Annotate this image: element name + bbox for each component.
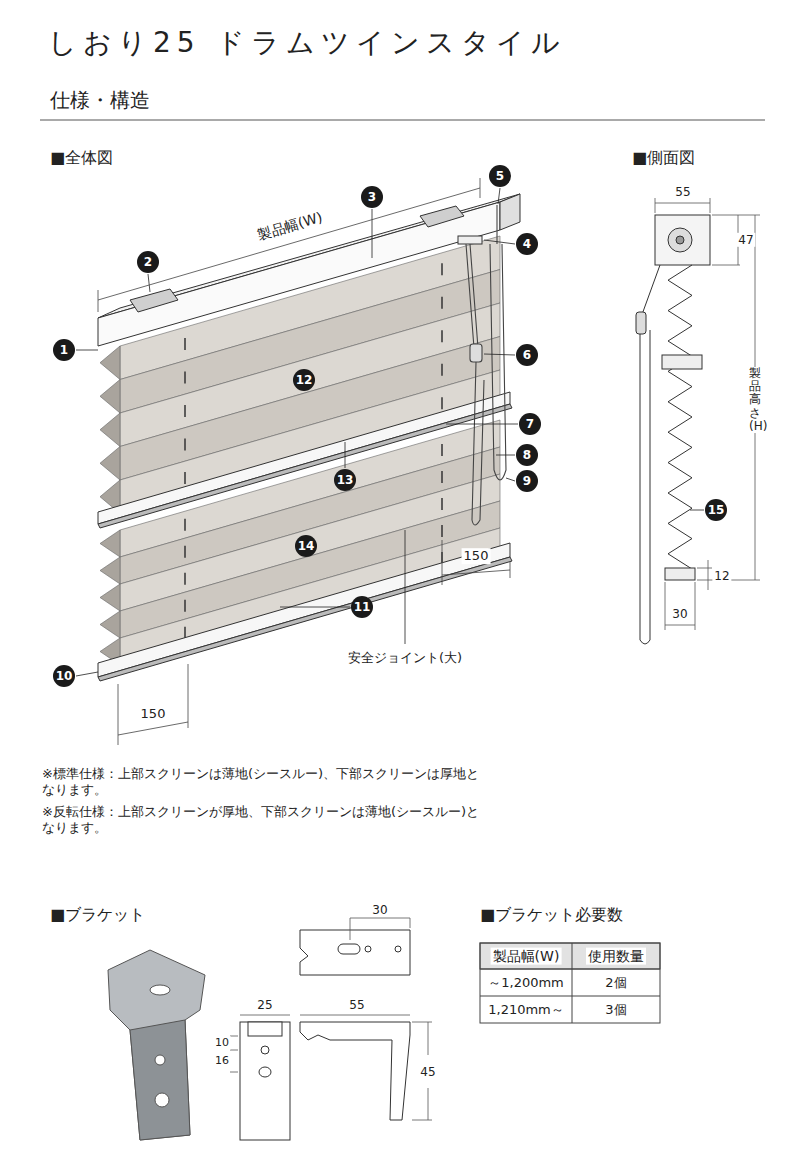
- ladder-cord: [441, 498, 443, 510]
- pleat-fold: [100, 557, 120, 584]
- pleat-fold: [100, 346, 120, 380]
- bracket-photo: [108, 950, 205, 1140]
- leader-lines: [76, 188, 704, 676]
- ladder-cord: [184, 371, 186, 383]
- dimension-label: 製品高さ(H): [749, 367, 761, 433]
- callout-number: 2: [137, 251, 159, 273]
- callout-number: 7: [519, 413, 541, 435]
- ladder-cord: [441, 263, 443, 275]
- callout-number: 11: [351, 596, 373, 618]
- ladder-cord: [184, 438, 186, 450]
- rails: [98, 392, 512, 681]
- callout-number: 3: [361, 186, 383, 208]
- ladder-cord: [441, 297, 443, 309]
- dimension-label: 16: [213, 1054, 231, 1067]
- pleat-profile: [668, 265, 692, 569]
- section-heading: ■側面図: [632, 148, 695, 167]
- section-heading: ■ブラケット: [50, 905, 145, 924]
- pleat-fold: [100, 380, 120, 414]
- blind-illustration: [100, 236, 500, 665]
- table-cell: 1,210mm～: [486, 1002, 566, 1018]
- note: ※反転仕様：上部スクリーンが厚地、下部スクリーンは薄地(シースルー)となります。: [42, 804, 482, 835]
- callout-number: 6: [516, 344, 538, 366]
- callout-number: 10: [53, 665, 75, 687]
- table-cell: 3個: [603, 1002, 628, 1018]
- table-grid: [480, 943, 660, 1023]
- side-view: [636, 198, 760, 644]
- ladder-cord: [184, 600, 186, 612]
- section-heading: 仕様・構造: [50, 88, 150, 112]
- ladder-cord: [441, 364, 443, 376]
- part-label: 安全ジョイント(大): [346, 650, 464, 666]
- ladder-cord: [441, 397, 443, 409]
- callout-number: 9: [516, 470, 538, 492]
- dimension-label: 12: [712, 569, 731, 583]
- dimension-lines: [98, 178, 510, 745]
- callout-number: 15: [705, 499, 727, 521]
- ladder-cord: [184, 573, 186, 585]
- pleat-fold: [100, 447, 120, 481]
- pleat-fold: [100, 584, 120, 611]
- dimension-label: 47: [736, 233, 755, 247]
- section-heading: ■全体図: [50, 148, 113, 167]
- section-heading: ■ブラケット必要数: [480, 905, 623, 924]
- callout-number: 14: [295, 535, 317, 557]
- ladder-cord: [184, 546, 186, 558]
- dimension-label: 10: [213, 1036, 231, 1049]
- note: ※標準仕様：上部スクリーンは薄地(シースルー)、下部スクリーンは厚地となります。: [42, 766, 482, 797]
- callout-number: 8: [516, 444, 538, 466]
- table-header: 製品幅(W): [491, 948, 562, 965]
- pleat-fold: [100, 413, 120, 447]
- pleat-fold: [100, 530, 120, 557]
- bracket-drawings: [230, 918, 432, 1140]
- cords: [466, 205, 506, 525]
- ladder-cord: [184, 472, 186, 484]
- dimension-label: 55: [673, 185, 692, 199]
- callout-number: 1: [53, 339, 75, 361]
- dimension-label: 150: [139, 706, 168, 722]
- ladder-cord: [441, 525, 443, 537]
- table-cell: 2個: [603, 975, 628, 991]
- ladder-cord: [184, 338, 186, 350]
- ladder-cord: [184, 519, 186, 531]
- page-title: しおり25 ドラムツインスタイル: [48, 26, 566, 60]
- pleat-fold: [100, 611, 120, 638]
- rules: [40, 120, 765, 121]
- callout-number: 4: [516, 233, 538, 255]
- dimension-label: 25: [255, 998, 274, 1012]
- callout-number: 13: [334, 469, 356, 491]
- dimension-label: 150: [462, 548, 491, 564]
- headrail: [98, 194, 520, 346]
- table-cell: ～1,200mm: [486, 975, 566, 991]
- callout-number: 5: [489, 165, 511, 187]
- table-header: 使用数量: [586, 948, 646, 965]
- callout-number: 12: [293, 369, 315, 391]
- ladder-cord: [441, 444, 443, 456]
- dimension-label: 55: [347, 998, 366, 1012]
- dimension-label: 30: [670, 607, 689, 621]
- dimension-label: 製品幅(W): [254, 208, 327, 244]
- ladder-cord: [184, 405, 186, 417]
- ladder-cord: [184, 627, 186, 639]
- dimension-label: 45: [418, 1065, 437, 1079]
- dimension-label: 30: [370, 903, 389, 917]
- ladder-cord: [441, 330, 443, 342]
- ladder-cord: [441, 471, 443, 483]
